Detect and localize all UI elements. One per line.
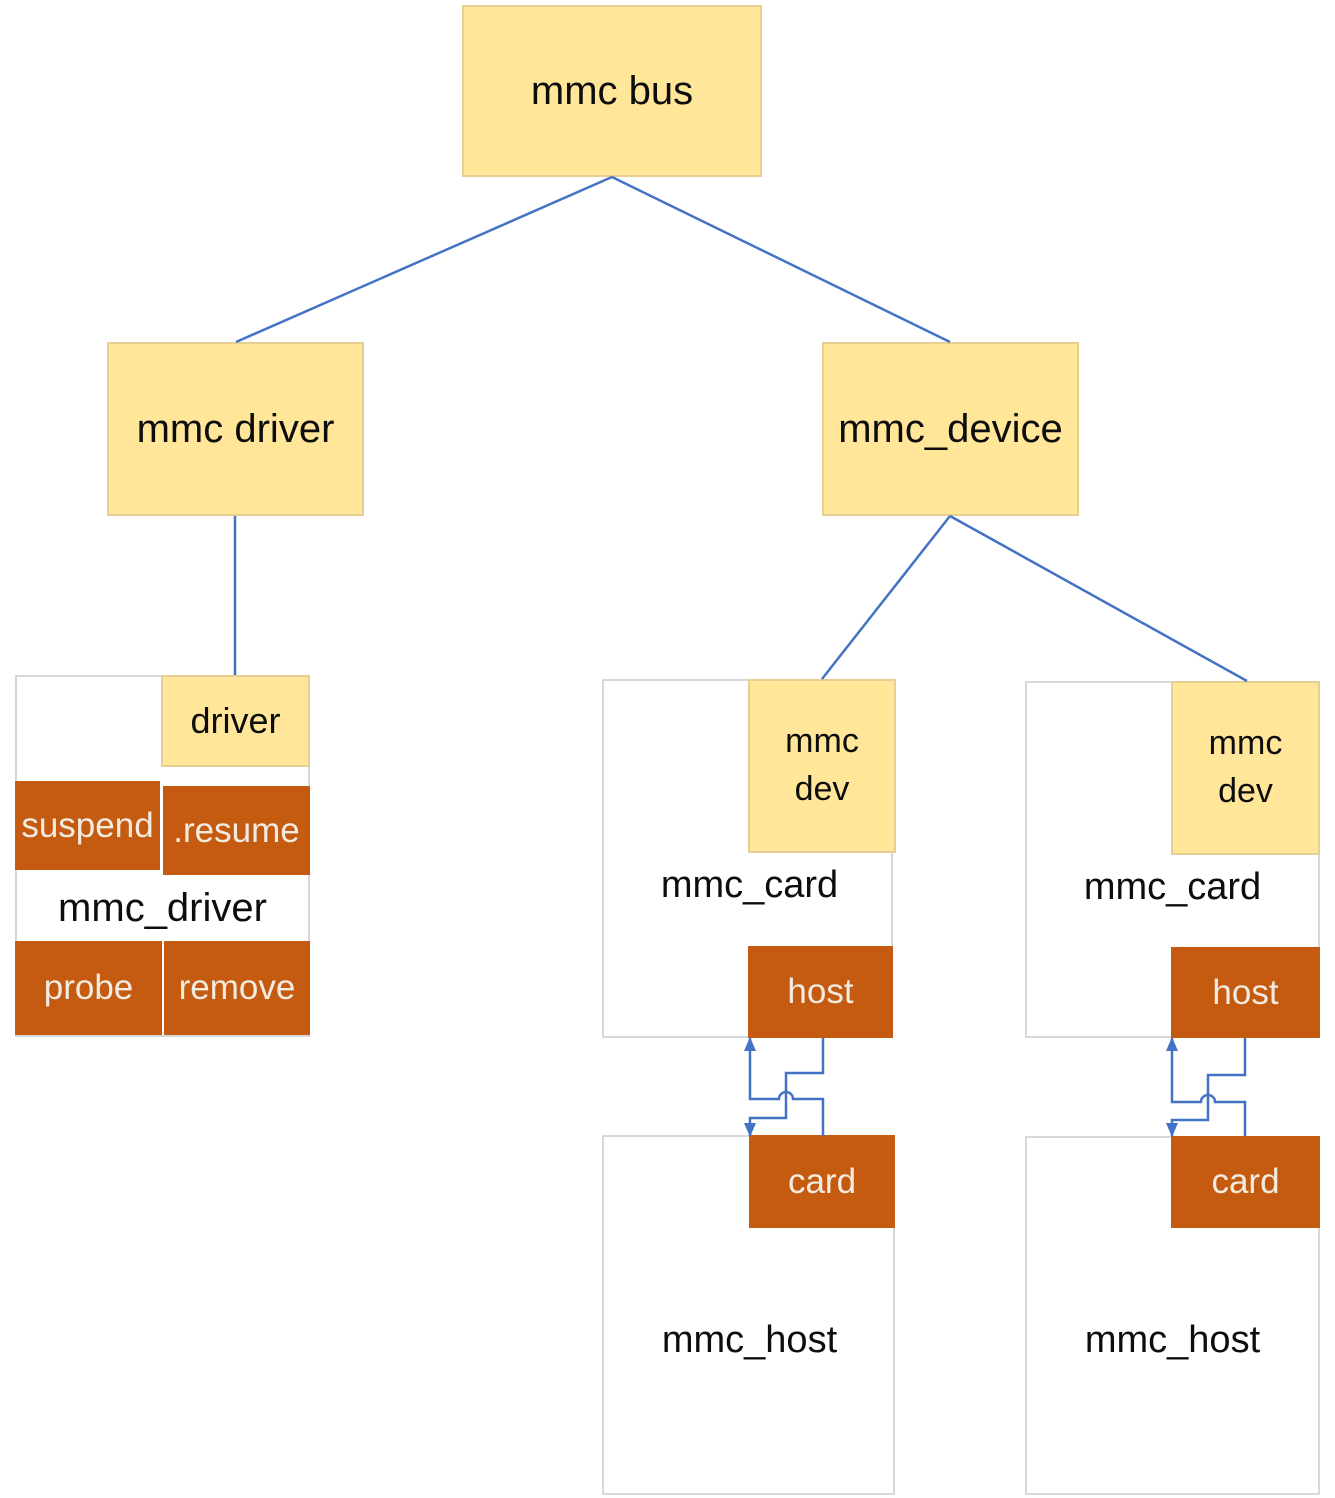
- field-host-left: host: [748, 946, 893, 1038]
- mmc-dev-left-line2: dev: [794, 770, 850, 808]
- connector-host-to-mmchost-right: [1166, 1038, 1247, 1137]
- struct-mmc-driver-name: mmc_driver: [58, 885, 267, 930]
- connector-card-to-mmccard-left: [744, 1037, 825, 1136]
- mmc-dev-right-line2: dev: [1218, 772, 1273, 810]
- node-mmc-driver-label: mmc driver: [136, 406, 335, 451]
- node-mmc-device: mmc_device: [822, 342, 1079, 516]
- edge-device-to-card-right: [949, 514, 1248, 683]
- mmc-dev-left-line1: mmc: [785, 722, 859, 761]
- field-probe-label: probe: [43, 968, 134, 1007]
- field-probe: probe: [15, 941, 162, 1035]
- field-card-left-label: card: [787, 1161, 857, 1201]
- node-mmc-bus: mmc bus: [462, 5, 762, 177]
- struct-mmc-card-right-name: mmc_card: [1083, 865, 1262, 908]
- edge-bus-to-device: [611, 175, 951, 344]
- node-mmc-device-label: mmc_device: [838, 406, 1063, 451]
- field-driver: driver: [161, 675, 310, 767]
- struct-mmc-host-right-name: mmc_host: [1084, 1318, 1261, 1361]
- struct-mmc-host-left-name: mmc_host: [661, 1318, 838, 1361]
- node-mmc-bus-label: mmc bus: [530, 68, 694, 113]
- field-remove-label: remove: [178, 968, 296, 1007]
- connector-card-to-mmccard-right: [1166, 1037, 1247, 1136]
- mmc-dev-right-line1: mmc: [1208, 724, 1283, 763]
- field-card-left: card: [749, 1135, 895, 1228]
- node-mmc-driver: mmc driver: [107, 342, 364, 516]
- field-resume-label: .resume: [173, 810, 300, 850]
- field-remove: remove: [164, 941, 310, 1035]
- edge-bus-to-driver: [235, 175, 613, 344]
- field-host-left-label: host: [787, 972, 854, 1011]
- field-mmc-dev-right: mmc dev: [1171, 681, 1320, 855]
- field-card-right: card: [1171, 1136, 1320, 1228]
- connector-host-to-mmchost-left: [744, 1038, 825, 1137]
- field-resume: .resume: [163, 786, 310, 875]
- field-driver-label: driver: [190, 700, 281, 741]
- field-card-right-label: card: [1211, 1162, 1280, 1201]
- field-suspend: suspend: [15, 781, 160, 870]
- field-mmc-dev-left: mmc dev: [748, 679, 896, 853]
- field-suspend-label: suspend: [21, 805, 154, 845]
- field-host-right-label: host: [1212, 972, 1279, 1012]
- struct-mmc-card-left-name: mmc_card: [660, 863, 839, 906]
- edge-device-to-card-left: [821, 515, 951, 680]
- field-host-right: host: [1171, 947, 1320, 1038]
